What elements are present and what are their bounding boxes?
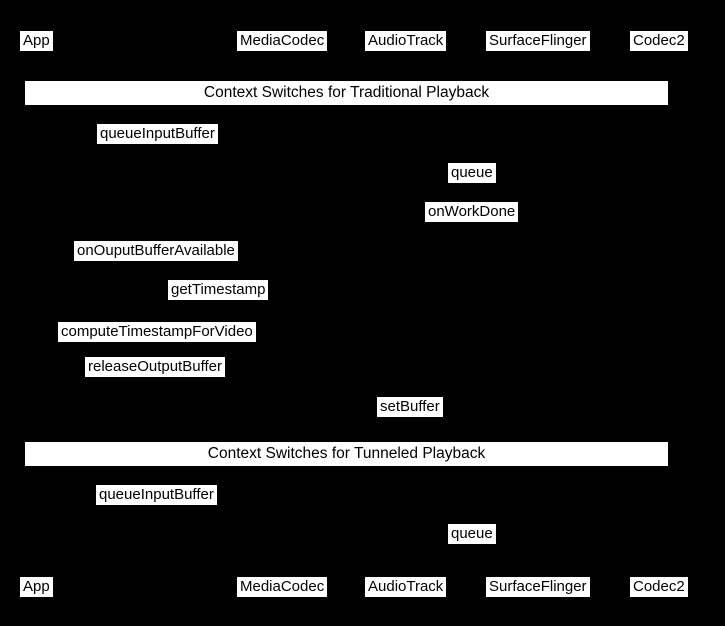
message-gettimestamp: getTimestamp	[168, 280, 269, 300]
message-setbuffer: setBuffer	[377, 397, 443, 417]
participant-surfaceflinger-bottom: SurfaceFlinger	[486, 577, 590, 597]
section-banner-traditional: Context Switches for Traditional Playbac…	[25, 81, 668, 105]
participant-audiotrack-top: AudioTrack	[365, 31, 447, 51]
message-computetimestampforvideo: computeTimestampForVideo	[58, 322, 256, 342]
participant-mediacodec-bottom: MediaCodec	[237, 577, 328, 597]
message-queueinputbuffer: queueInputBuffer	[97, 124, 218, 144]
participant-app-top: App	[20, 31, 53, 51]
participant-codec2-top: Codec2	[630, 31, 688, 51]
participant-app-bottom: App	[20, 577, 53, 597]
message-queue: queue	[448, 163, 496, 183]
participant-codec2-bottom: Codec2	[630, 577, 688, 597]
message-queue-tunneled: queue	[448, 524, 496, 544]
message-queueinputbuffer-tunneled: queueInputBuffer	[96, 485, 217, 505]
message-releaseoutputbuffer: releaseOutputBuffer	[85, 357, 225, 377]
message-onouputbufferavailable: onOuputBufferAvailable	[74, 241, 238, 261]
participant-audiotrack-bottom: AudioTrack	[365, 577, 447, 597]
participant-mediacodec-top: MediaCodec	[237, 31, 328, 51]
participant-surfaceflinger-top: SurfaceFlinger	[486, 31, 590, 51]
section-banner-tunneled: Context Switches for Tunneled Playback	[25, 442, 668, 466]
message-onworkdone: onWorkDone	[425, 202, 519, 222]
